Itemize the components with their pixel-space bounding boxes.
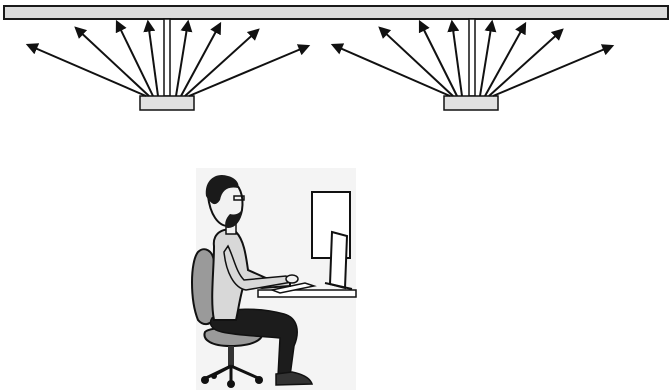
person-at-workstation-illustration xyxy=(192,168,356,390)
uplight-fixture-right xyxy=(333,19,612,110)
chair-post xyxy=(228,346,234,366)
light-ray xyxy=(189,46,308,96)
light-ray xyxy=(76,28,149,96)
light-ray xyxy=(380,28,453,96)
chair-backrest xyxy=(192,249,214,324)
luminaire-housing xyxy=(444,96,498,110)
monitor-side xyxy=(330,232,347,288)
light-ray xyxy=(493,46,612,96)
pendant-rod xyxy=(164,19,170,96)
light-ray xyxy=(489,30,562,96)
light-ray xyxy=(452,22,462,96)
luminaire-housing xyxy=(140,96,194,110)
light-ray xyxy=(333,45,450,96)
light-ray xyxy=(28,45,146,96)
light-ray xyxy=(185,30,258,96)
hand xyxy=(286,275,298,283)
light-ray xyxy=(148,22,158,96)
uplight-fixture-left xyxy=(28,19,308,110)
ceiling-panel xyxy=(4,6,668,19)
pendant-rod xyxy=(469,19,475,96)
